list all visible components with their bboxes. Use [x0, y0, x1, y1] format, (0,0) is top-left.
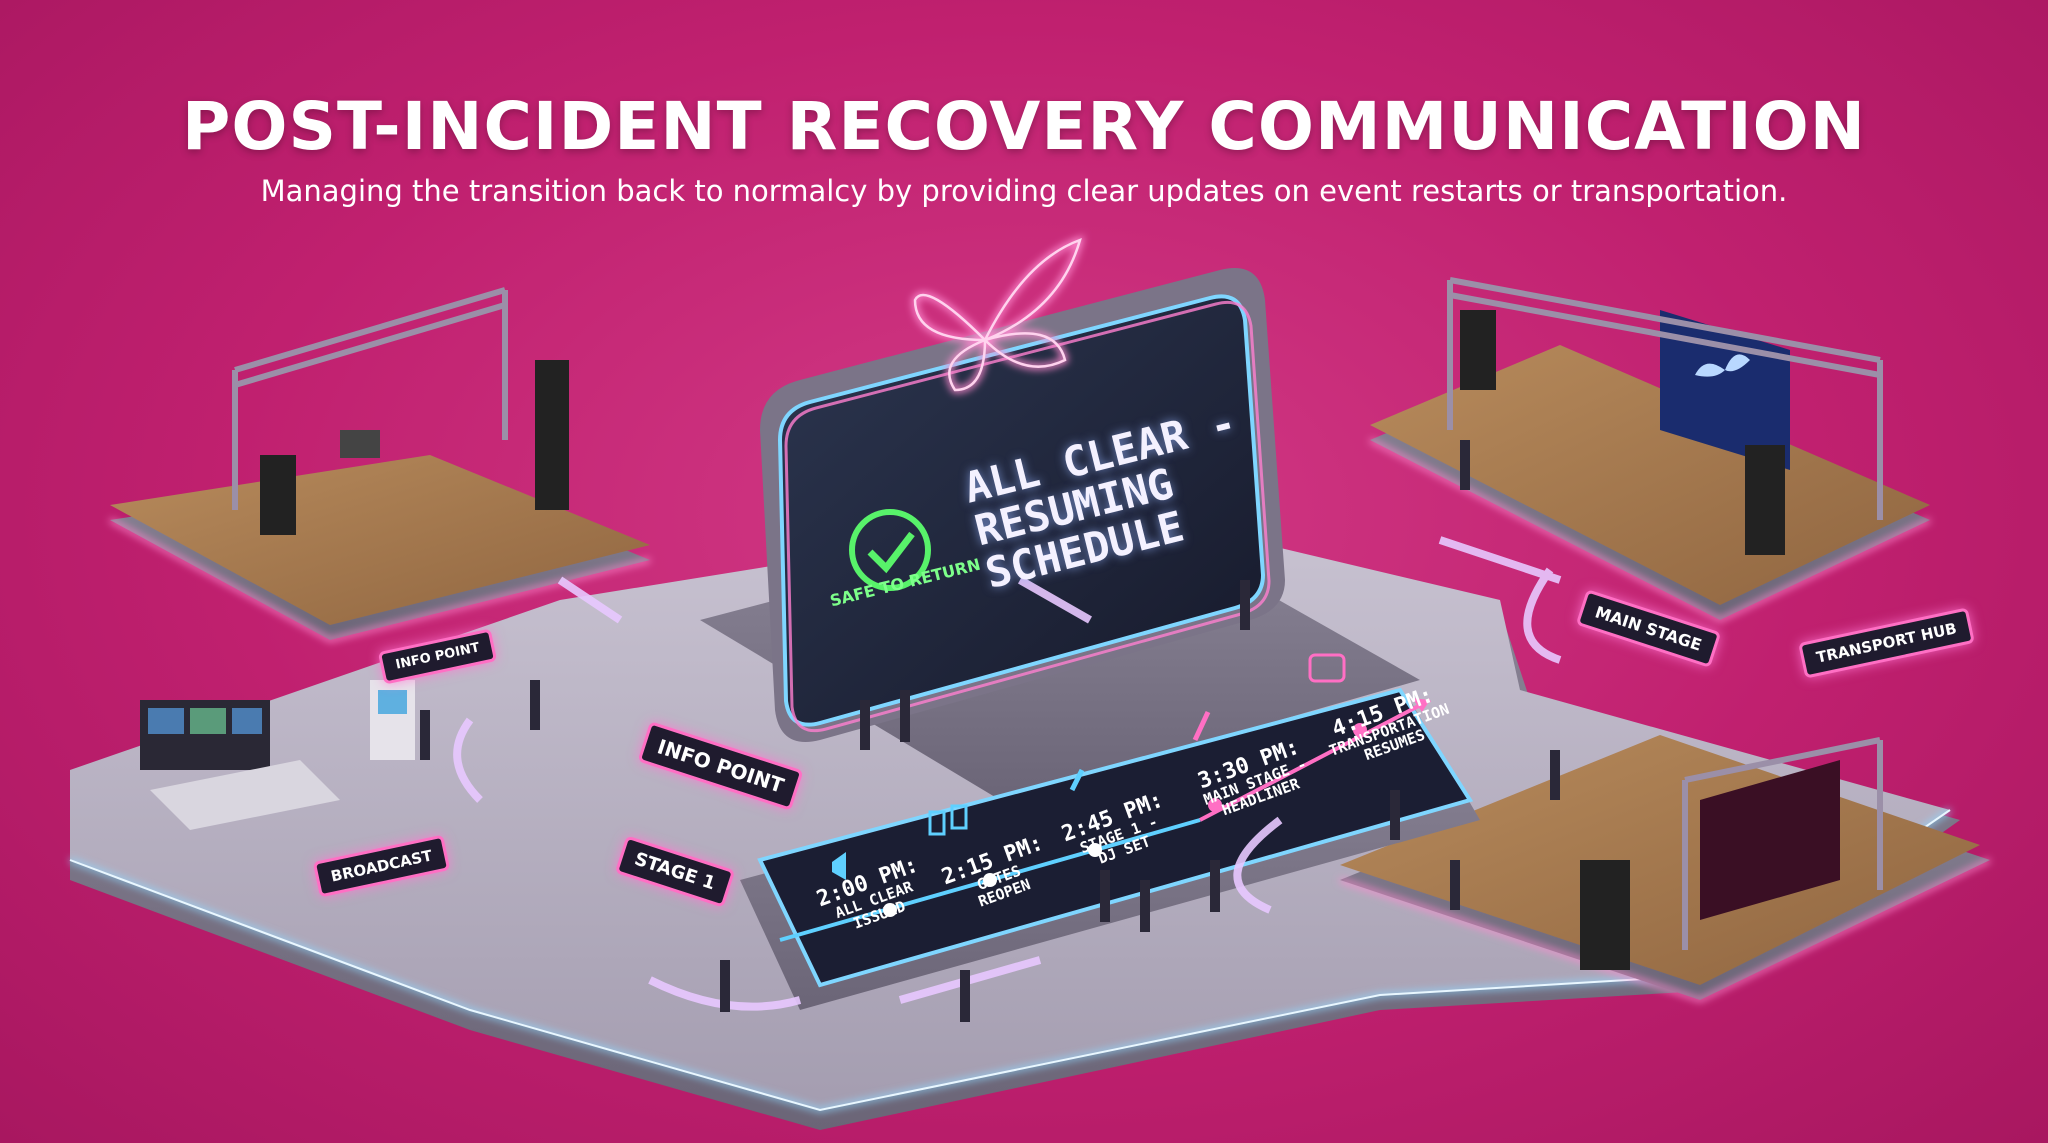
left-stage [109, 287, 651, 643]
transport-stage [1339, 735, 1991, 1003]
main-stage [1369, 277, 1931, 623]
crowd [420, 440, 1560, 1022]
microphone-icon [1069, 768, 1085, 792]
microphone-icon-2 [1192, 710, 1211, 742]
page-subtitle: Managing the transition back to normalcy… [260, 174, 1788, 208]
bus-icon [1308, 653, 1346, 683]
page-title: POST-INCIDENT RECOVERY COMMUNICATION [181, 88, 1867, 165]
check-icon [849, 509, 931, 591]
broadcast-area [140, 680, 415, 830]
gate-icon [928, 810, 946, 836]
speaker-icon [832, 852, 846, 880]
timeline-board [740, 653, 1480, 1010]
